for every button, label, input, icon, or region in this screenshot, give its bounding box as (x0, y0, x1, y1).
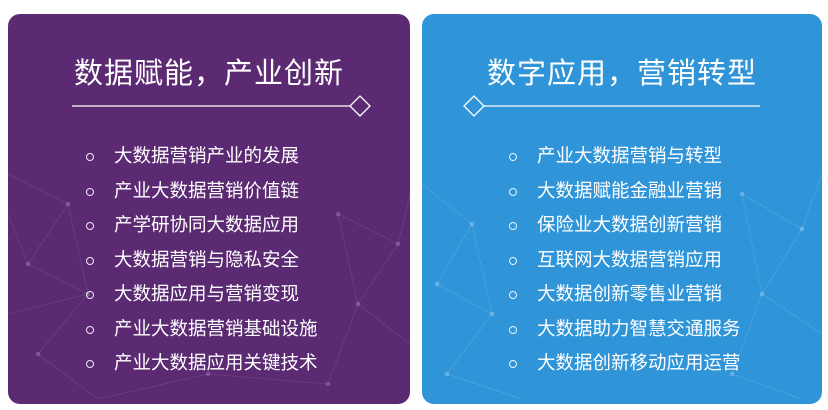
left-panel: 数据赋能，产业创新 大数据营销产业的发展 产业大数据营销价值链 产学研协同大数据… (8, 14, 410, 404)
diamond-icon (349, 95, 371, 117)
bullet-icon (509, 291, 517, 299)
list-item-label: 大数据应用与营销变现 (114, 284, 300, 305)
list-item-label: 保险业大数据创新营销 (537, 215, 723, 236)
list-item-label: 产学研协同大数据应用 (114, 215, 300, 236)
bullet-icon (509, 153, 517, 161)
list-item-label: 产业大数据营销与转型 (537, 146, 723, 167)
bullet-icon (86, 256, 94, 265)
bullet-icon (86, 325, 94, 334)
bullet-icon (509, 256, 517, 265)
list-item-label: 大数据营销与隐私安全 (114, 249, 300, 271)
bullet-icon (86, 222, 94, 230)
list-item-label: 大数据营销产业的发展 (114, 146, 300, 167)
right-panel-title: 数字应用，营销转型 (486, 56, 757, 90)
diamond-icon (463, 95, 485, 117)
bullet-icon (509, 222, 517, 230)
list-item-label: 产业大数据营销价值链 (114, 180, 300, 202)
list-item-label: 大数据赋能金融业营销 (537, 180, 723, 202)
title-divider (463, 95, 760, 117)
bullet-icon (86, 187, 94, 196)
bullet-icon (509, 325, 517, 334)
right-panel: 数字应用，营销转型 产业大数据营销与转型 大数据赋能金融业营销 保险业大数据创新… (422, 14, 822, 404)
list-item-label: 大数据创新移动应用运营 (537, 353, 741, 374)
bullet-icon (509, 360, 517, 368)
bullet-icon (86, 360, 94, 368)
bullet-icon (86, 153, 94, 161)
list-item-label: 大数据创新零售业营销 (537, 284, 723, 305)
left-panel-title: 数据赋能，产业创新 (73, 56, 344, 90)
bullet-icon (509, 187, 517, 196)
list-item-label: 大数据助力智慧交通服务 (537, 318, 741, 340)
network-background-graphic (422, 173, 822, 400)
list-item-label: 互联网大数据营销应用 (537, 249, 723, 271)
bullet-icon (86, 291, 94, 299)
list-item-label: 产业大数据营销基础设施 (114, 318, 318, 340)
title-divider (72, 95, 371, 117)
list-item-label: 产业大数据应用关键技术 (114, 353, 318, 374)
